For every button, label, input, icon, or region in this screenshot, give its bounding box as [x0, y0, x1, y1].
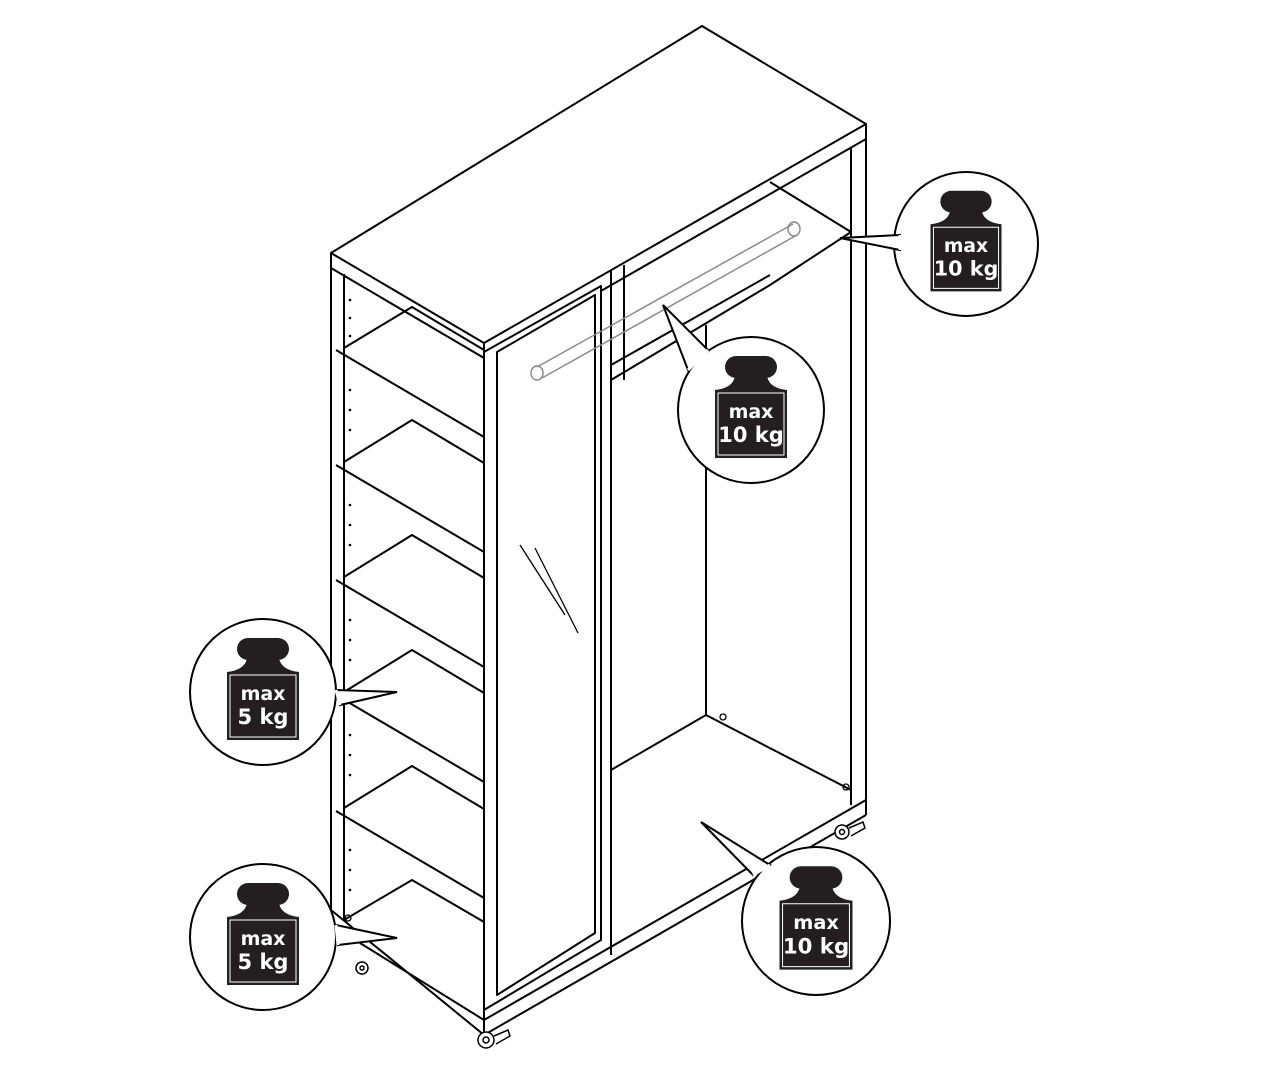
mirror-door[interactable] [483, 285, 602, 1011]
callout-label-weight: 5 kg [238, 705, 289, 729]
callout-label-weight: 5 kg [238, 950, 289, 974]
wardrobe-body [330, 25, 867, 1036]
callout-label-max: max [241, 683, 286, 705]
callout-label-max: max [793, 911, 839, 934]
castor-icon [355, 961, 369, 975]
callout-label-max: max [241, 928, 286, 950]
side-shelves [335, 306, 485, 923]
callout-label-max: max [944, 236, 988, 257]
castor-icon [477, 1028, 511, 1049]
hanging-rail [530, 221, 801, 381]
shelf-pin-holes [348, 298, 352, 892]
callout-label-weight: 10 kg [934, 257, 999, 281]
callout-label-weight: 10 kg [718, 423, 784, 447]
callout-label-max: max [729, 401, 774, 423]
callout-label-weight: 10 kg [783, 934, 849, 959]
castors [355, 820, 866, 1049]
castor-icon [834, 820, 866, 840]
